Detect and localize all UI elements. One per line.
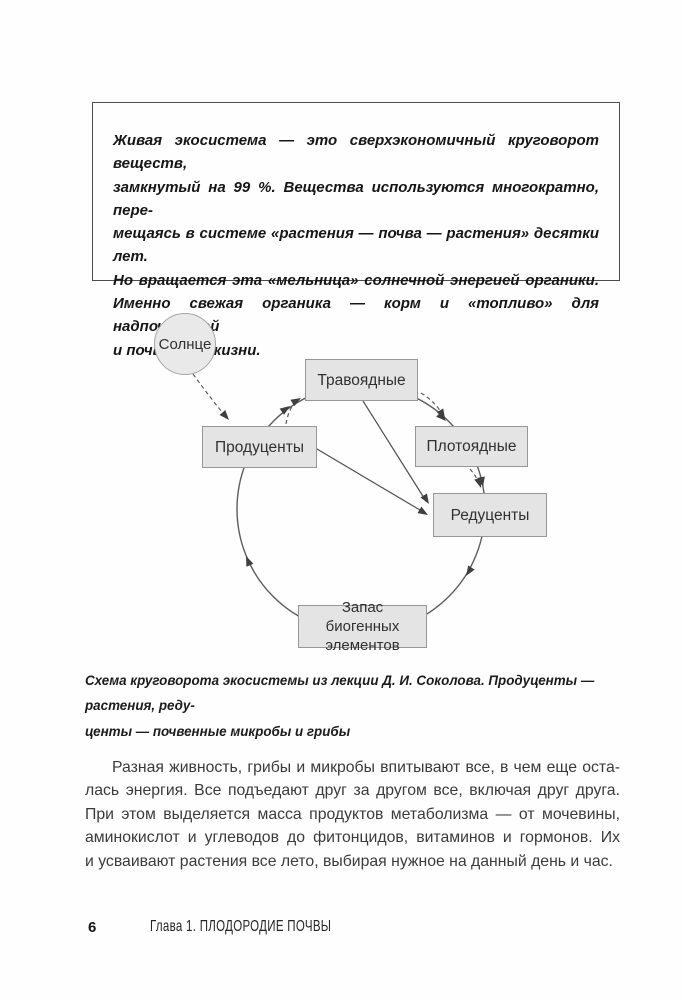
line-herbivores-decomposers <box>362 400 427 502</box>
diagram-node-herbivores: Травоядные <box>305 359 418 401</box>
paragraph-line: лась энергия. Все подъедают друг за друг… <box>85 782 620 800</box>
node-label-carnivores: Плотоядные <box>426 438 517 455</box>
arrowhead <box>436 408 445 419</box>
figure-caption: Схема круговорота экосистемы из лекции Д… <box>85 668 620 744</box>
arrowhead <box>219 409 229 420</box>
quote-line: Живая экосистема — это сверхэкономичный … <box>113 132 599 173</box>
diagram-node-carnivores: Плотоядные <box>415 426 528 467</box>
node-label-decomposers: Редуценты <box>450 506 530 524</box>
diagram-node-decomposers: Редуценты <box>433 493 547 537</box>
diagram-node-biogenic-reserve: Запас биогенных элементов <box>298 599 427 654</box>
dashed-line-sun-producers <box>192 373 228 419</box>
diagram-node-producers: Продуценты <box>202 426 317 468</box>
node-label-biogenic-reserve: Запас биогенных элементов <box>325 599 400 654</box>
arrowhead <box>474 477 482 488</box>
arrowhead <box>279 406 290 415</box>
arrowhead <box>436 411 446 421</box>
quote-line: Но вращается эта «мельница» солнечной эн… <box>113 271 599 289</box>
paragraph-line: Разная живность, грибы и микробы впитыва… <box>112 759 620 776</box>
body-paragraph: Разная живность, грибы и микробы впитыва… <box>85 756 620 873</box>
arrowhead <box>466 565 475 576</box>
arrowhead <box>246 556 254 567</box>
arrowhead <box>420 493 429 504</box>
arrowhead <box>290 398 301 407</box>
node-label-sun: Солнце <box>158 335 212 353</box>
line-producers-decomposers <box>316 448 426 514</box>
dashed-arc-carnivores-decomposers <box>469 468 481 487</box>
quote-box: Живая экосистема — это сверхэкономичный … <box>92 102 620 359</box>
paragraph-line: аминокислот и углеводов до фитонцидов, в… <box>85 829 620 847</box>
page-number: 6 <box>88 919 97 936</box>
page-footer: 6 Глава 1. ПЛОДОРОДИЕ ПОЧВЫ <box>0 917 682 941</box>
diagram-node-sun: Солнце <box>154 313 216 375</box>
dashed-arc-producers-herbivores <box>285 398 300 425</box>
arrowhead <box>417 506 428 515</box>
paragraph-line: и усваивают растения все лето, выбирая н… <box>85 852 613 870</box>
paragraph-line: При этом выделяется масса продуктов мета… <box>85 805 620 823</box>
quote-line: мещаясь в системе «растения — почва — ра… <box>113 225 599 266</box>
node-label-herbivores: Травоядные <box>317 371 406 389</box>
chapter-running-title: Глава 1. ПЛОДОРОДИЕ ПОЧВЫ <box>150 918 332 935</box>
caption-line: центы — почвенные микробы и грибы <box>85 723 351 739</box>
node-label-producers: Продуценты <box>215 438 304 456</box>
quote-line: замкнутый на 99 %. Вещества используются… <box>113 178 599 219</box>
caption-line: Схема круговорота экосистемы из лекции Д… <box>85 673 595 714</box>
